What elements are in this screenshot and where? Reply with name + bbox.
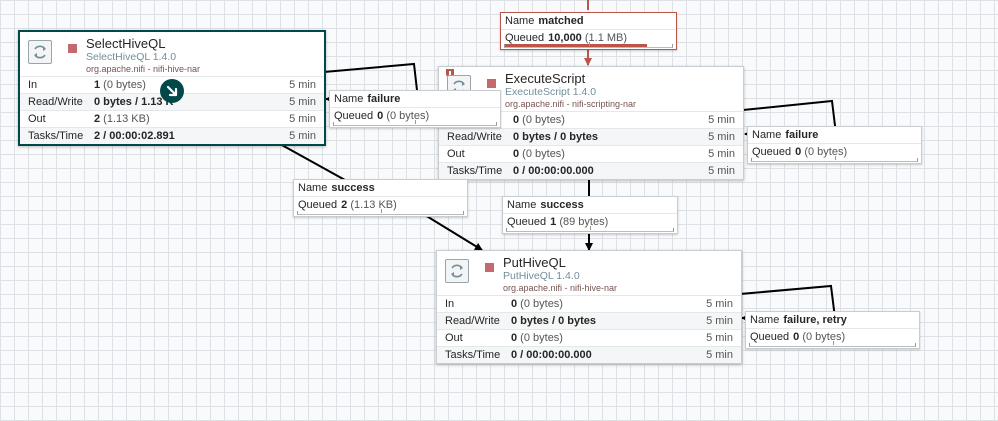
stat-row-out: Out 2 (1.13 KB) 5 min [20, 110, 324, 127]
stat-window: 5 min [289, 79, 316, 91]
stat-value: 0 (0 bytes) [513, 114, 565, 126]
processor-name: PutHiveQL [503, 255, 566, 270]
queue-progress-bar [751, 156, 918, 162]
stat-row-readwrite: Read/Write 0 bytes / 0 bytes 5 min [437, 312, 741, 329]
stat-value: 2 (1.13 KB) [94, 113, 150, 125]
stat-window: 5 min [708, 148, 735, 160]
stat-value: 2 / 00:00:02.891 [94, 130, 175, 142]
edge-select-success-in[interactable] [419, 211, 483, 251]
stat-value: 0 (0 bytes) [511, 298, 563, 310]
stat-row-out: Out 0 (0 bytes) 5 min [439, 145, 743, 162]
processor-stats: In 0 (0 bytes) 5 min Read/Write 0 bytes / 0… [437, 295, 741, 363]
stat-label: Tasks/Time [445, 349, 501, 361]
move-cursor-icon [160, 79, 184, 103]
stat-value: 0 (0 bytes) [513, 148, 565, 160]
stat-row-in: 0 (0 bytes) 5 min [439, 111, 743, 128]
stat-window: 5 min [706, 349, 733, 361]
stat-value: 0 / 00:00:00.000 [513, 165, 594, 177]
stat-label: Out [447, 148, 465, 160]
stat-row-out: Out 0 (0 bytes) 5 min [437, 329, 741, 346]
stat-window: 5 min [706, 332, 733, 344]
processor-bundle: org.apache.nifi - nifi-hive-nar [86, 64, 201, 74]
stat-row-in: In 1 (0 bytes) 5 min [20, 76, 324, 93]
queue-progress-bar [504, 42, 673, 48]
stat-row-readwrite: Read/Write 0 bytes / 0 bytes 5 min [439, 128, 743, 145]
processor-stats: 0 (0 bytes) 5 min Read/Write 0 bytes / 0 b… [439, 111, 743, 179]
stat-label: In [445, 298, 455, 310]
processor-name: SelectHiveQL [86, 36, 166, 51]
processor-icon [28, 40, 52, 64]
processor-type: PutHiveQL 1.4.0 [503, 270, 580, 282]
stat-label: In [28, 79, 38, 91]
processor-type: SelectHiveQL 1.4.0 [86, 51, 177, 63]
stat-window: 5 min [708, 114, 735, 126]
stopped-icon [485, 263, 494, 272]
stat-row-in: In 0 (0 bytes) 5 min [437, 295, 741, 312]
stat-window: 5 min [289, 130, 316, 142]
stat-value: 0 / 00:00:00.000 [511, 349, 592, 361]
stat-label: Read/Write [28, 96, 83, 108]
queue-progress-bar [333, 120, 497, 126]
stat-value: 0 bytes / 1.13 K [94, 96, 174, 108]
processor-icon [445, 259, 469, 283]
stat-row-tasks: Tasks/Time 0 / 00:00:00.000 5 min [439, 162, 743, 179]
stat-window: 5 min [708, 165, 735, 177]
processor-name: ExecuteScript [505, 71, 586, 86]
stat-label: Read/Write [447, 131, 502, 143]
stat-value: 0 bytes / 0 bytes [513, 131, 598, 143]
stat-value: 1 (0 bytes) [94, 79, 146, 91]
stat-window: 5 min [706, 315, 733, 327]
stopped-icon [487, 79, 496, 88]
stat-label: Out [28, 113, 46, 125]
processor-executescript[interactable]: ExecuteScript ExecuteScript 1.4.0 org.ap… [438, 66, 744, 180]
stat-row-tasks: Tasks/Time 2 / 00:00:02.891 5 min [20, 127, 324, 144]
processor-bundle: org.apache.nifi - nifi-scripting-nar [505, 99, 637, 109]
stat-value: 0 (0 bytes) [511, 332, 563, 344]
stat-value: 0 bytes / 0 bytes [511, 315, 596, 327]
stat-row-tasks: Tasks/Time 0 / 00:00:00.000 5 min [437, 346, 741, 363]
processor-type: ExecuteScript 1.4.0 [505, 86, 597, 98]
stat-window: 5 min [289, 113, 316, 125]
stat-window: 5 min [708, 131, 735, 143]
stat-label: Tasks/Time [447, 165, 503, 177]
processor-bundle: org.apache.nifi - nifi-hive-nar [503, 283, 618, 293]
stat-window: 5 min [289, 96, 316, 108]
queue-progress-bar [297, 209, 464, 215]
processor-puthiveql[interactable]: PutHiveQL PutHiveQL 1.4.0 org.apache.nif… [436, 250, 742, 364]
stat-label: Read/Write [445, 315, 500, 327]
stat-label: Out [445, 332, 463, 344]
stat-window: 5 min [706, 298, 733, 310]
edge-select-success[interactable] [279, 143, 346, 181]
stopped-icon [68, 44, 77, 53]
queue-progress-bar [749, 341, 916, 347]
queue-progress-bar [506, 226, 674, 232]
stat-label: Tasks/Time [28, 130, 84, 142]
